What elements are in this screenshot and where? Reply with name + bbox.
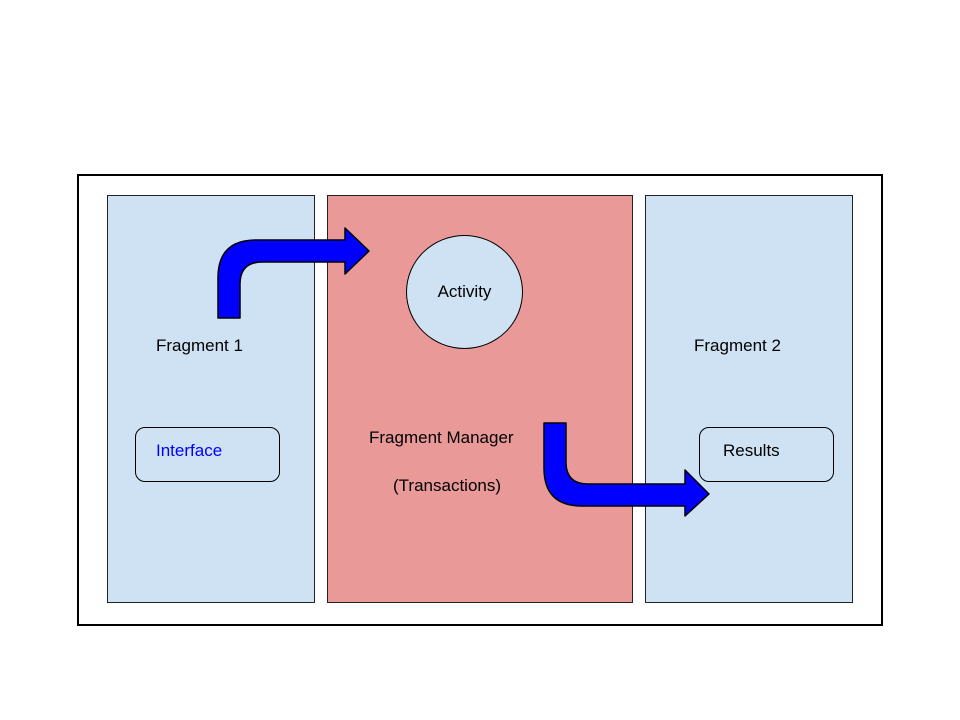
fragment-1-title: Fragment 1 bbox=[156, 336, 243, 355]
interface-label: Interface bbox=[156, 441, 223, 460]
fragment-manager-title: Fragment Manager bbox=[369, 428, 514, 447]
fragment-2-panel bbox=[645, 195, 853, 603]
fragment-2-title: Fragment 2 bbox=[694, 336, 781, 355]
results-label: Results bbox=[723, 441, 780, 460]
arrow-fragment1-to-activity bbox=[217, 227, 370, 319]
results-box bbox=[699, 427, 834, 482]
arrow-manager-to-results bbox=[543, 422, 710, 517]
activity-label: Activity bbox=[437, 282, 492, 301]
interface-box bbox=[135, 427, 280, 482]
fragment-1-panel bbox=[107, 195, 315, 603]
transactions-label: (Transactions) bbox=[393, 476, 502, 495]
activity-circle: Activity bbox=[406, 235, 523, 349]
